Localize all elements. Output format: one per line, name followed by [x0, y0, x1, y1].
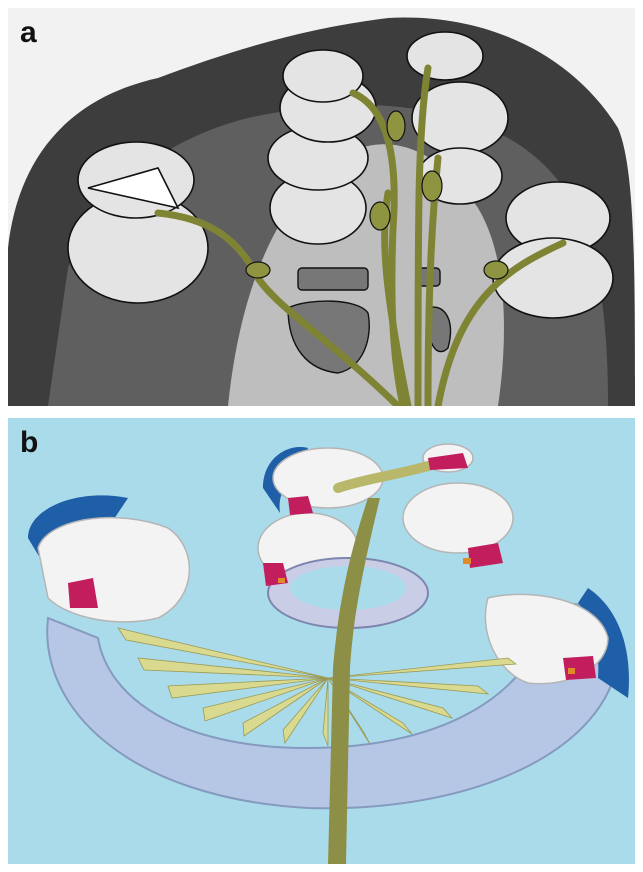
reconstruction-diagram — [8, 418, 635, 864]
chamber-group-center-left — [268, 50, 376, 244]
ct-section-diagram — [8, 8, 635, 406]
chamber-group-left — [68, 142, 208, 303]
panel-a-label: a — [20, 18, 37, 48]
panel-a-ct-section: a — [8, 8, 635, 406]
panel-b-label: b — [20, 428, 38, 458]
panel-b-3d-reconstruction: b — [8, 418, 635, 864]
